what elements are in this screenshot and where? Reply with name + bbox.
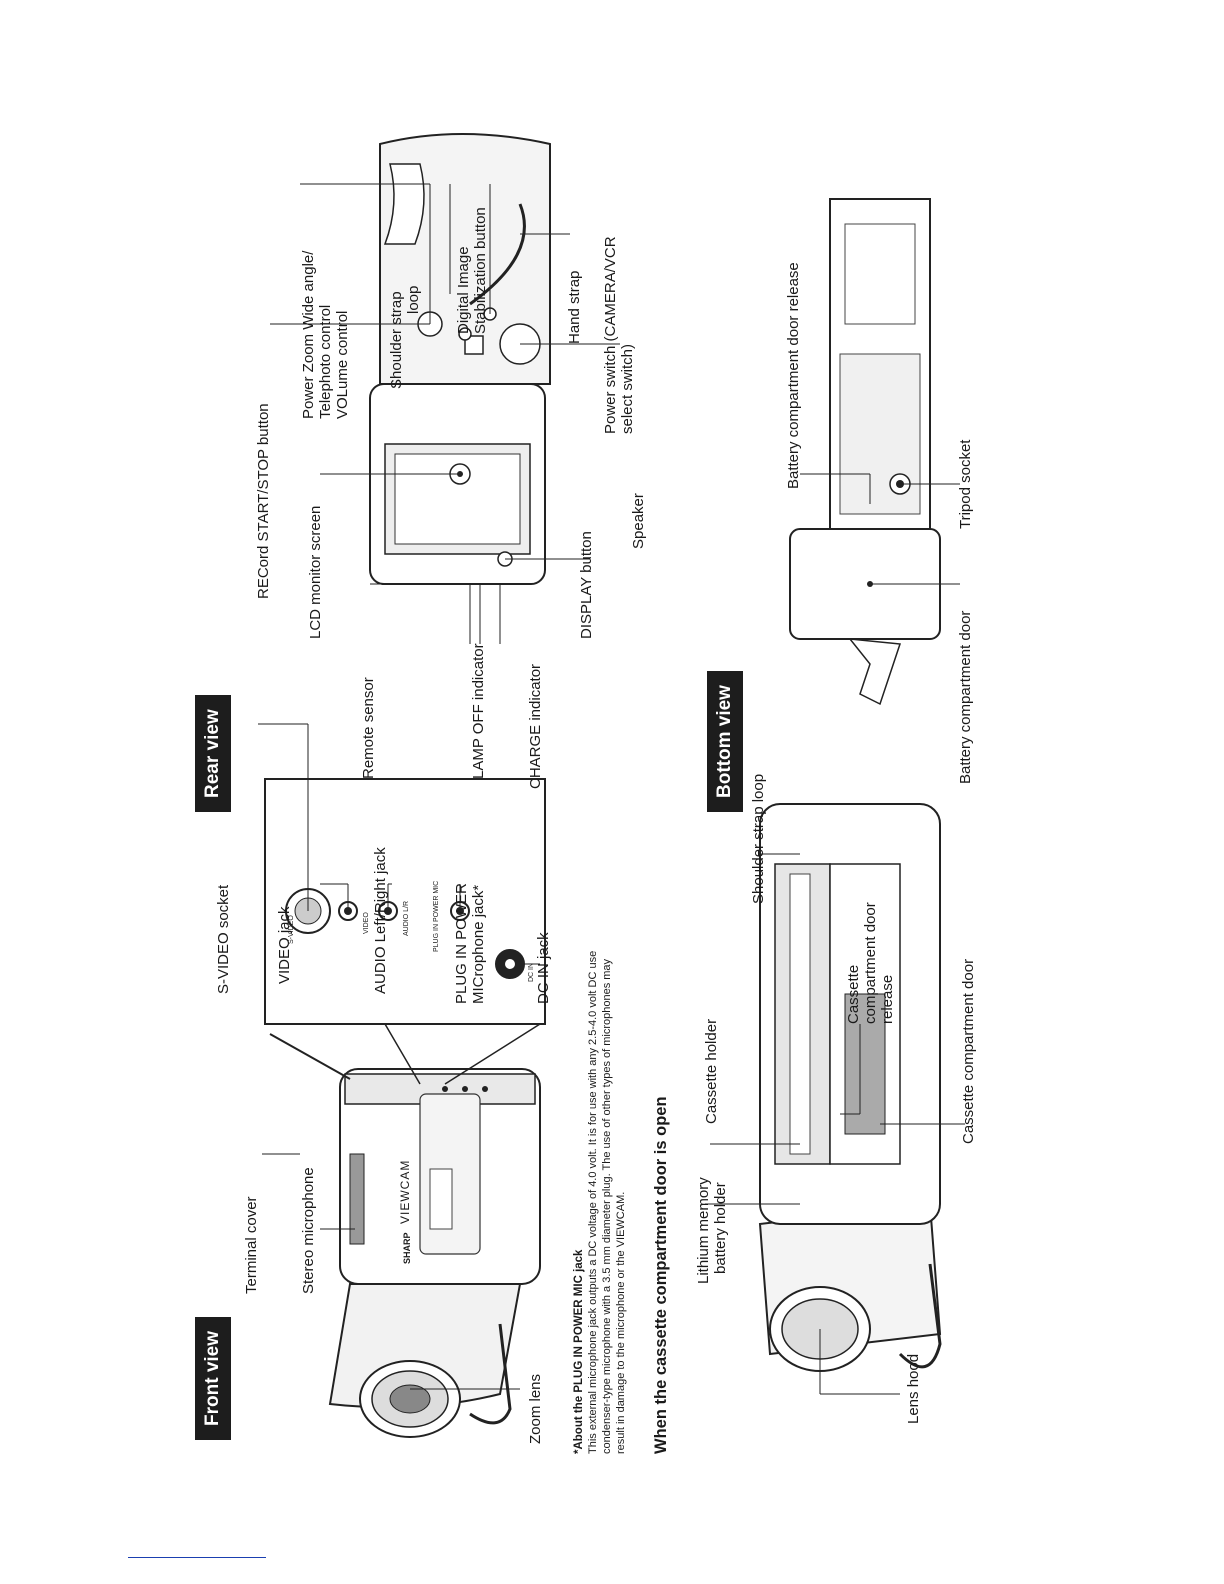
label-battery-release: Battery compartment door release bbox=[785, 262, 802, 489]
footer-rule bbox=[128, 1557, 266, 1558]
label-tripod-socket: Tripod socket bbox=[957, 439, 974, 529]
label-battery-door: Battery compartment door bbox=[957, 610, 974, 784]
